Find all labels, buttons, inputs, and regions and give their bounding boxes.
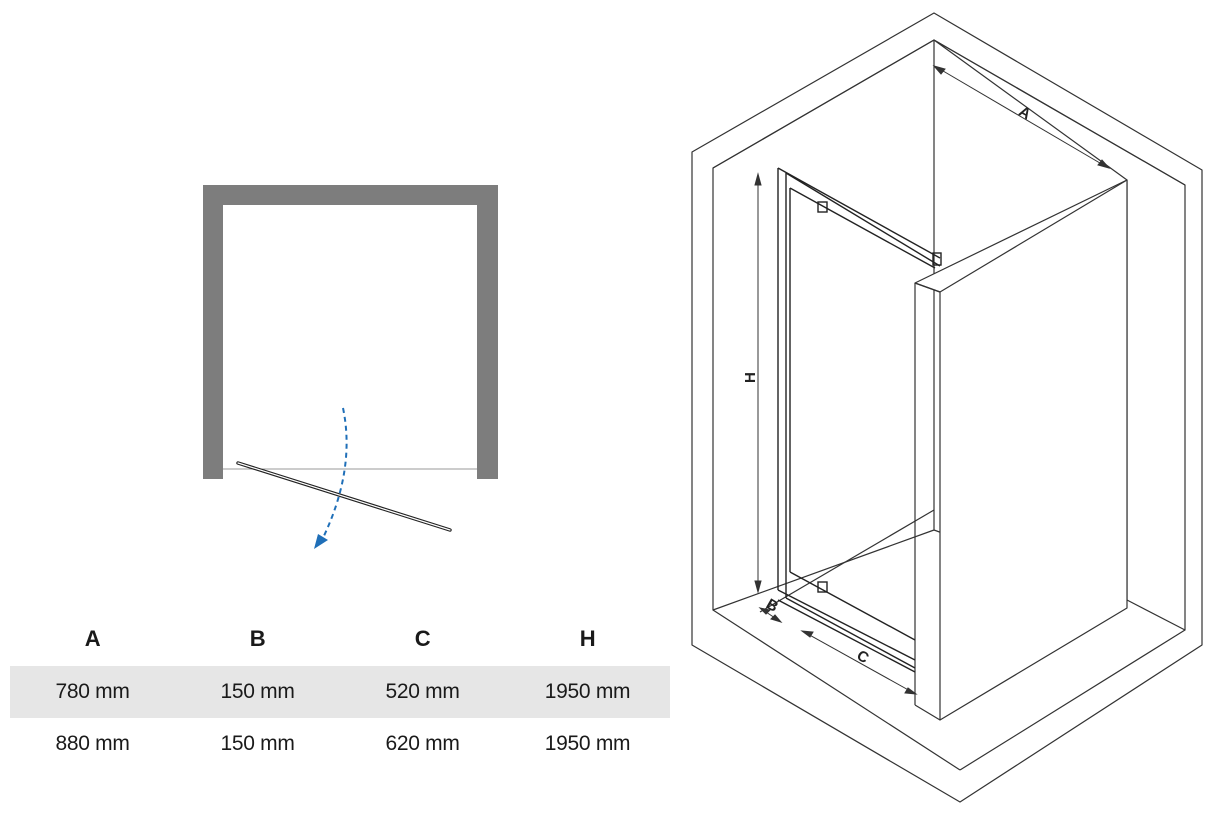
- swing-arrow-icon: [314, 407, 348, 549]
- dimension-lines: [754, 65, 1111, 695]
- table-cell: 1950 mm: [544, 680, 631, 703]
- header-h: H: [579, 626, 596, 651]
- table-cell: 150 mm: [220, 732, 295, 755]
- dimension-label-h: H: [742, 372, 759, 383]
- table-cell: 620 mm: [385, 732, 460, 755]
- isometric-view-diagram: A H B C: [691, 12, 1203, 803]
- header-b: B: [249, 626, 266, 651]
- door-frame: [777, 167, 942, 673]
- table-cell: 880 mm: [55, 732, 130, 755]
- plan-walls: [203, 185, 498, 479]
- plan-view-diagram: [203, 185, 498, 549]
- table-row: 880 mm 150 mm 620 mm 1950 mm: [10, 718, 670, 770]
- header-a: A: [84, 626, 101, 651]
- dimension-table: A B C H 780 mm 150 mm 520 mm 1950 mm 880…: [10, 612, 670, 770]
- header-c: C: [414, 626, 431, 651]
- table-cell: 520 mm: [385, 680, 460, 703]
- table-cell: 150 mm: [220, 680, 295, 703]
- table-header: A B C H: [10, 612, 670, 666]
- table-cell: 780 mm: [55, 680, 130, 703]
- table-row: 780 mm 150 mm 520 mm 1950 mm: [10, 666, 670, 718]
- table-cell: 1950 mm: [544, 732, 631, 755]
